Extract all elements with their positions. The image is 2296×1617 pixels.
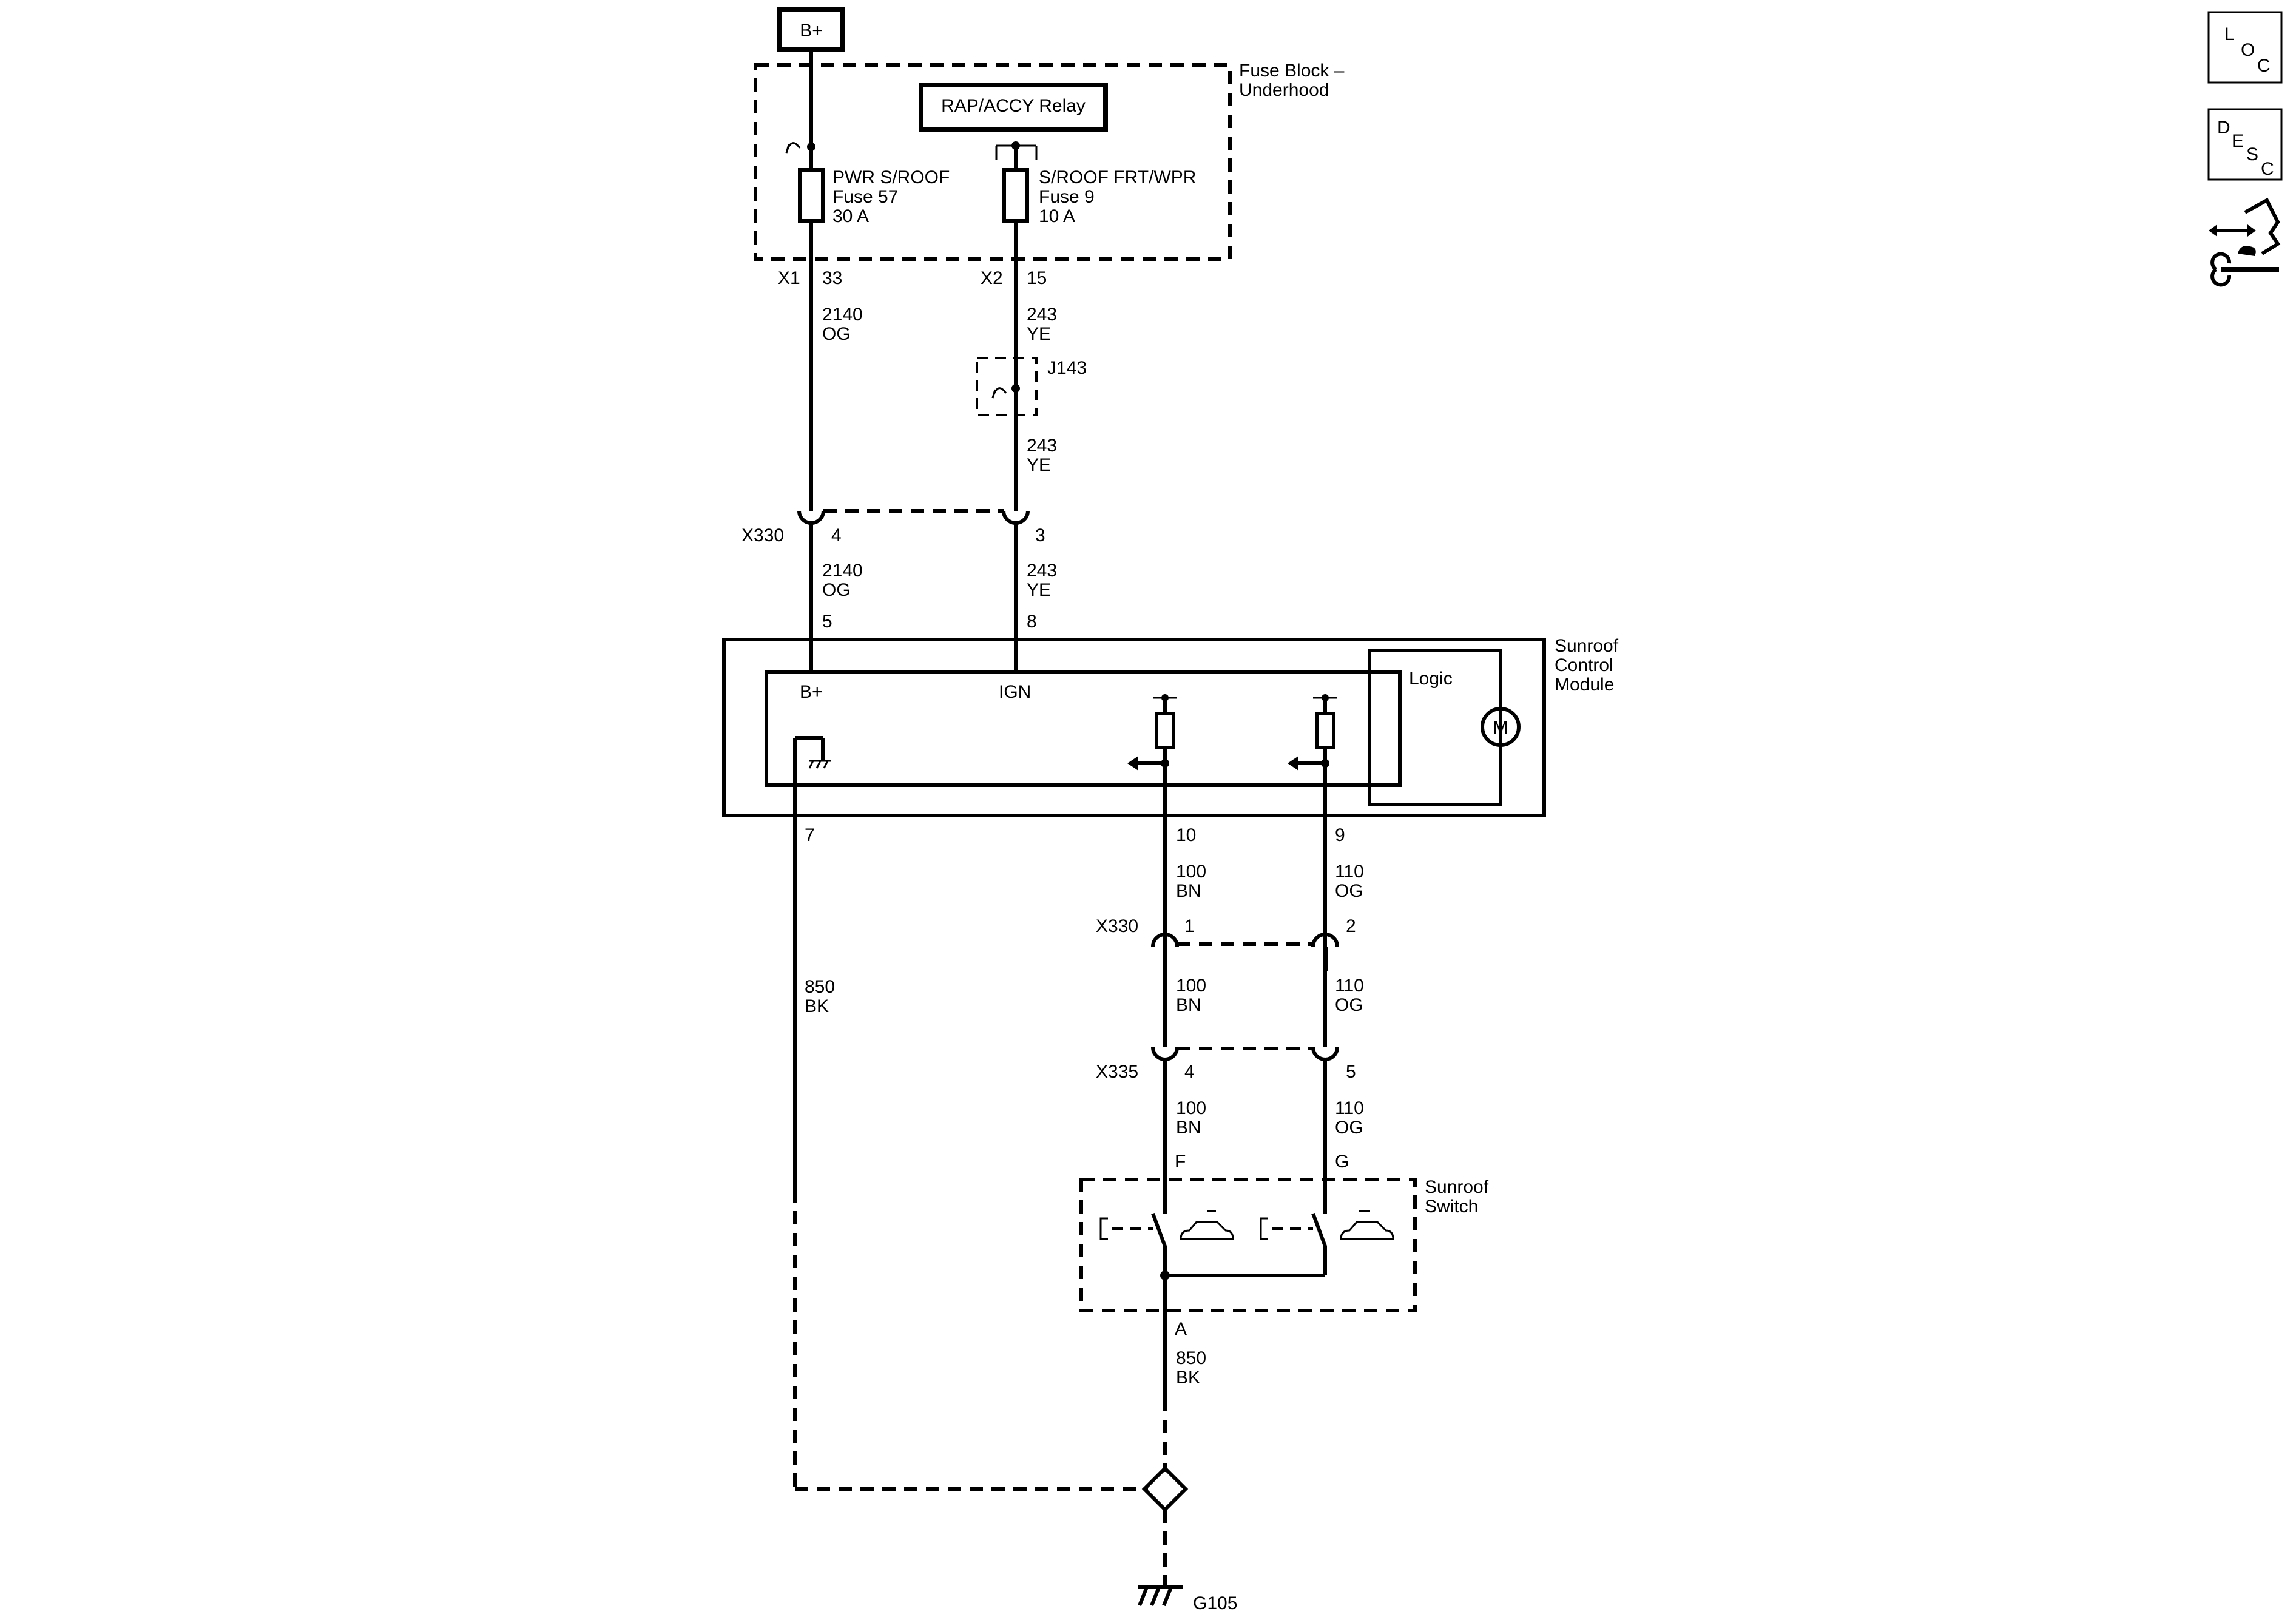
label-wires-w100-circuit: 100 <box>1176 976 1206 996</box>
module-internal-ground-icon <box>793 736 831 1189</box>
label-ground: G105 <box>1193 1593 1237 1613</box>
label-module-title_line3: Module <box>1555 675 1614 695</box>
label-wires-w100-circuit: 100 <box>1176 1098 1206 1118</box>
label-wires-w2140-circuit: 2140 <box>822 561 863 581</box>
label-wires-w100-color: BN <box>1176 1118 1201 1138</box>
label-wires-w110-color: OG <box>1335 995 1363 1015</box>
label-wires-w110-color: OG <box>1335 881 1363 901</box>
label-module-label_bplus: B+ <box>800 682 823 702</box>
label-module-pins-sw1: 10 <box>1176 825 1196 845</box>
ground-splice-node <box>1141 1465 1189 1513</box>
label-inline_connectors-x335: X335 <box>1096 1062 1138 1082</box>
sunroof-switch: Sunroof Switch <box>1079 1177 1489 1312</box>
label-fuse_block-title_line1: Fuse Block – <box>1239 61 1345 81</box>
desc-icon[interactable]: D E S C <box>2207 108 2283 181</box>
label-wires-w850-color: BK <box>1176 1368 1200 1388</box>
label-wires-w243-circuit: 243 <box>1027 436 1057 456</box>
label-switch-title_line2: Switch <box>1425 1197 1478 1217</box>
label-wires-w100-color: BN <box>1176 881 1201 901</box>
label-inline_connectors-x335_pins-0: 4 <box>1184 1062 1195 1082</box>
label-wires-w110-circuit: 110 <box>1335 1098 1364 1118</box>
sunroof-open-car-icon <box>1340 1210 1394 1240</box>
fuse-block-conn-x2: X2 <box>981 268 1003 288</box>
label-inline_connectors-x330_bottom_pins-1: 2 <box>1346 916 1356 936</box>
label-wires-w850-color: BK <box>805 996 829 1016</box>
label-wires-w100-circuit: 100 <box>1176 862 1206 882</box>
inline-connector-x330-top: X330 4 3 <box>741 509 1045 545</box>
label-wires-w2140-color: OG <box>822 580 851 600</box>
fuse-block-pin-33: 33 <box>822 268 842 288</box>
fuse-block-underhood: Fuse Block – Underhood <box>754 61 1345 261</box>
label-inline_connectors-x330: X330 <box>1096 916 1138 936</box>
label-side_icons-loc-0: L <box>2224 24 2235 44</box>
label-switch-pin_f: F <box>1175 1152 1186 1172</box>
label-module-pins-sw2: 9 <box>1335 825 1345 845</box>
label-wires-w110-circuit: 110 <box>1335 976 1364 996</box>
fuse-block-conn-x1: X1 <box>778 268 800 288</box>
label-switch-pin_g: G <box>1335 1152 1349 1172</box>
label-fuse_block-fuse_b-number: Fuse 9 <box>1039 187 1095 207</box>
ground-g105-icon: G105 <box>1138 1585 1237 1613</box>
label-fuse_block-fuse_b-name: S/ROOF FRT/WPR <box>1039 167 1196 187</box>
label-inline_connectors-x330_bottom_pins-0: 1 <box>1184 916 1195 936</box>
label-fuse_block-fuse_a-name: PWR S/ROOF <box>832 167 950 187</box>
label-side_icons-desc-3: C <box>2261 159 2274 179</box>
label-wires-w850-circuit: 850 <box>1176 1348 1206 1368</box>
label-module-logic: Logic <box>1409 669 1453 689</box>
rap-accy-relay: RAP/ACCY Relay <box>919 83 1108 132</box>
label-wires-w2140-color: OG <box>822 324 851 344</box>
module-input-sw1 <box>1127 694 1177 947</box>
label-inline_connectors-x330_top_pins-0: 4 <box>831 525 842 545</box>
label-wires-w2140-circuit: 2140 <box>822 305 863 325</box>
fuse-block-pin-15: 15 <box>1027 268 1047 288</box>
label-inline_connectors-x330: X330 <box>741 525 784 545</box>
label-fuse_block-fuse_a-rating: 30 A <box>832 206 869 226</box>
label-module-pins-ground: 7 <box>805 825 815 845</box>
label-side_icons-desc-2: S <box>2246 144 2258 164</box>
inline-connector-x330-bottom: X330 1 2 <box>1096 916 1356 971</box>
splice-j143: J143 <box>976 357 1087 416</box>
label-module-title_line2: Control <box>1555 655 1613 675</box>
label-module-pins-bplus: 5 <box>822 612 832 632</box>
motor-icon: M <box>1481 707 1521 747</box>
label-switch-title_line1: Sunroof <box>1425 1177 1489 1197</box>
sunroof-vent-car-icon <box>1180 1210 1234 1240</box>
module-input-sw2 <box>1288 694 1337 947</box>
fuse-9: S/ROOF FRT/WPR Fuse 9 10 A <box>995 141 1196 226</box>
label-wires-w110-circuit: 110 <box>1335 862 1364 882</box>
label-fuse_block-fuse_a-number: Fuse 57 <box>832 187 898 207</box>
label-wires-w243-circuit: 243 <box>1027 561 1057 581</box>
label-module-motor: M <box>1493 718 1508 738</box>
label-splice: J143 <box>1047 358 1087 378</box>
label-side_icons-desc-1: E <box>2232 131 2244 151</box>
label-wires-w243-color: YE <box>1027 324 1051 344</box>
label-inline_connectors-x330_top_pins-1: 3 <box>1035 525 1045 545</box>
label-power_source: B+ <box>800 21 823 41</box>
label-side_icons-desc-0: D <box>2217 118 2230 138</box>
label-wires-w243-color: YE <box>1027 580 1051 600</box>
power-source-bplus: B+ <box>777 7 845 52</box>
label-wires-w100-color: BN <box>1176 995 1201 1015</box>
loc-icon[interactable]: L O C <box>2207 11 2283 84</box>
inline-connector-x335: X335 4 5 <box>1096 1047 1356 1082</box>
label-wires-w243-circuit: 243 <box>1027 305 1057 325</box>
label-wires-w243-color: YE <box>1027 455 1051 475</box>
connector-repair-icon[interactable] <box>2209 197 2281 287</box>
label-wires-w110-color: OG <box>1335 1118 1363 1138</box>
label-side_icons-loc-2: C <box>2257 56 2271 76</box>
sunroof-control-module: Logic M Sunroof Control Module B+ IGN <box>722 636 1619 817</box>
label-fuse_block-fuse_b-rating: 10 A <box>1039 206 1075 226</box>
label-module-pins-ign: 8 <box>1027 612 1037 632</box>
label-wires-w850-circuit: 850 <box>805 977 835 997</box>
label-module-label_ign: IGN <box>999 682 1031 702</box>
label-inline_connectors-x335_pins-1: 5 <box>1346 1062 1356 1082</box>
label-side_icons-loc-1: O <box>2241 40 2255 60</box>
label-switch-pin_a: A <box>1175 1319 1187 1339</box>
label-fuse_block-relay: RAP/ACCY Relay <box>941 96 1086 116</box>
label-module-title_line1: Sunroof <box>1555 636 1619 656</box>
label-fuse_block-title_line2: Underhood <box>1239 80 1329 100</box>
fuse-57: PWR S/ROOF Fuse 57 30 A <box>785 142 950 226</box>
